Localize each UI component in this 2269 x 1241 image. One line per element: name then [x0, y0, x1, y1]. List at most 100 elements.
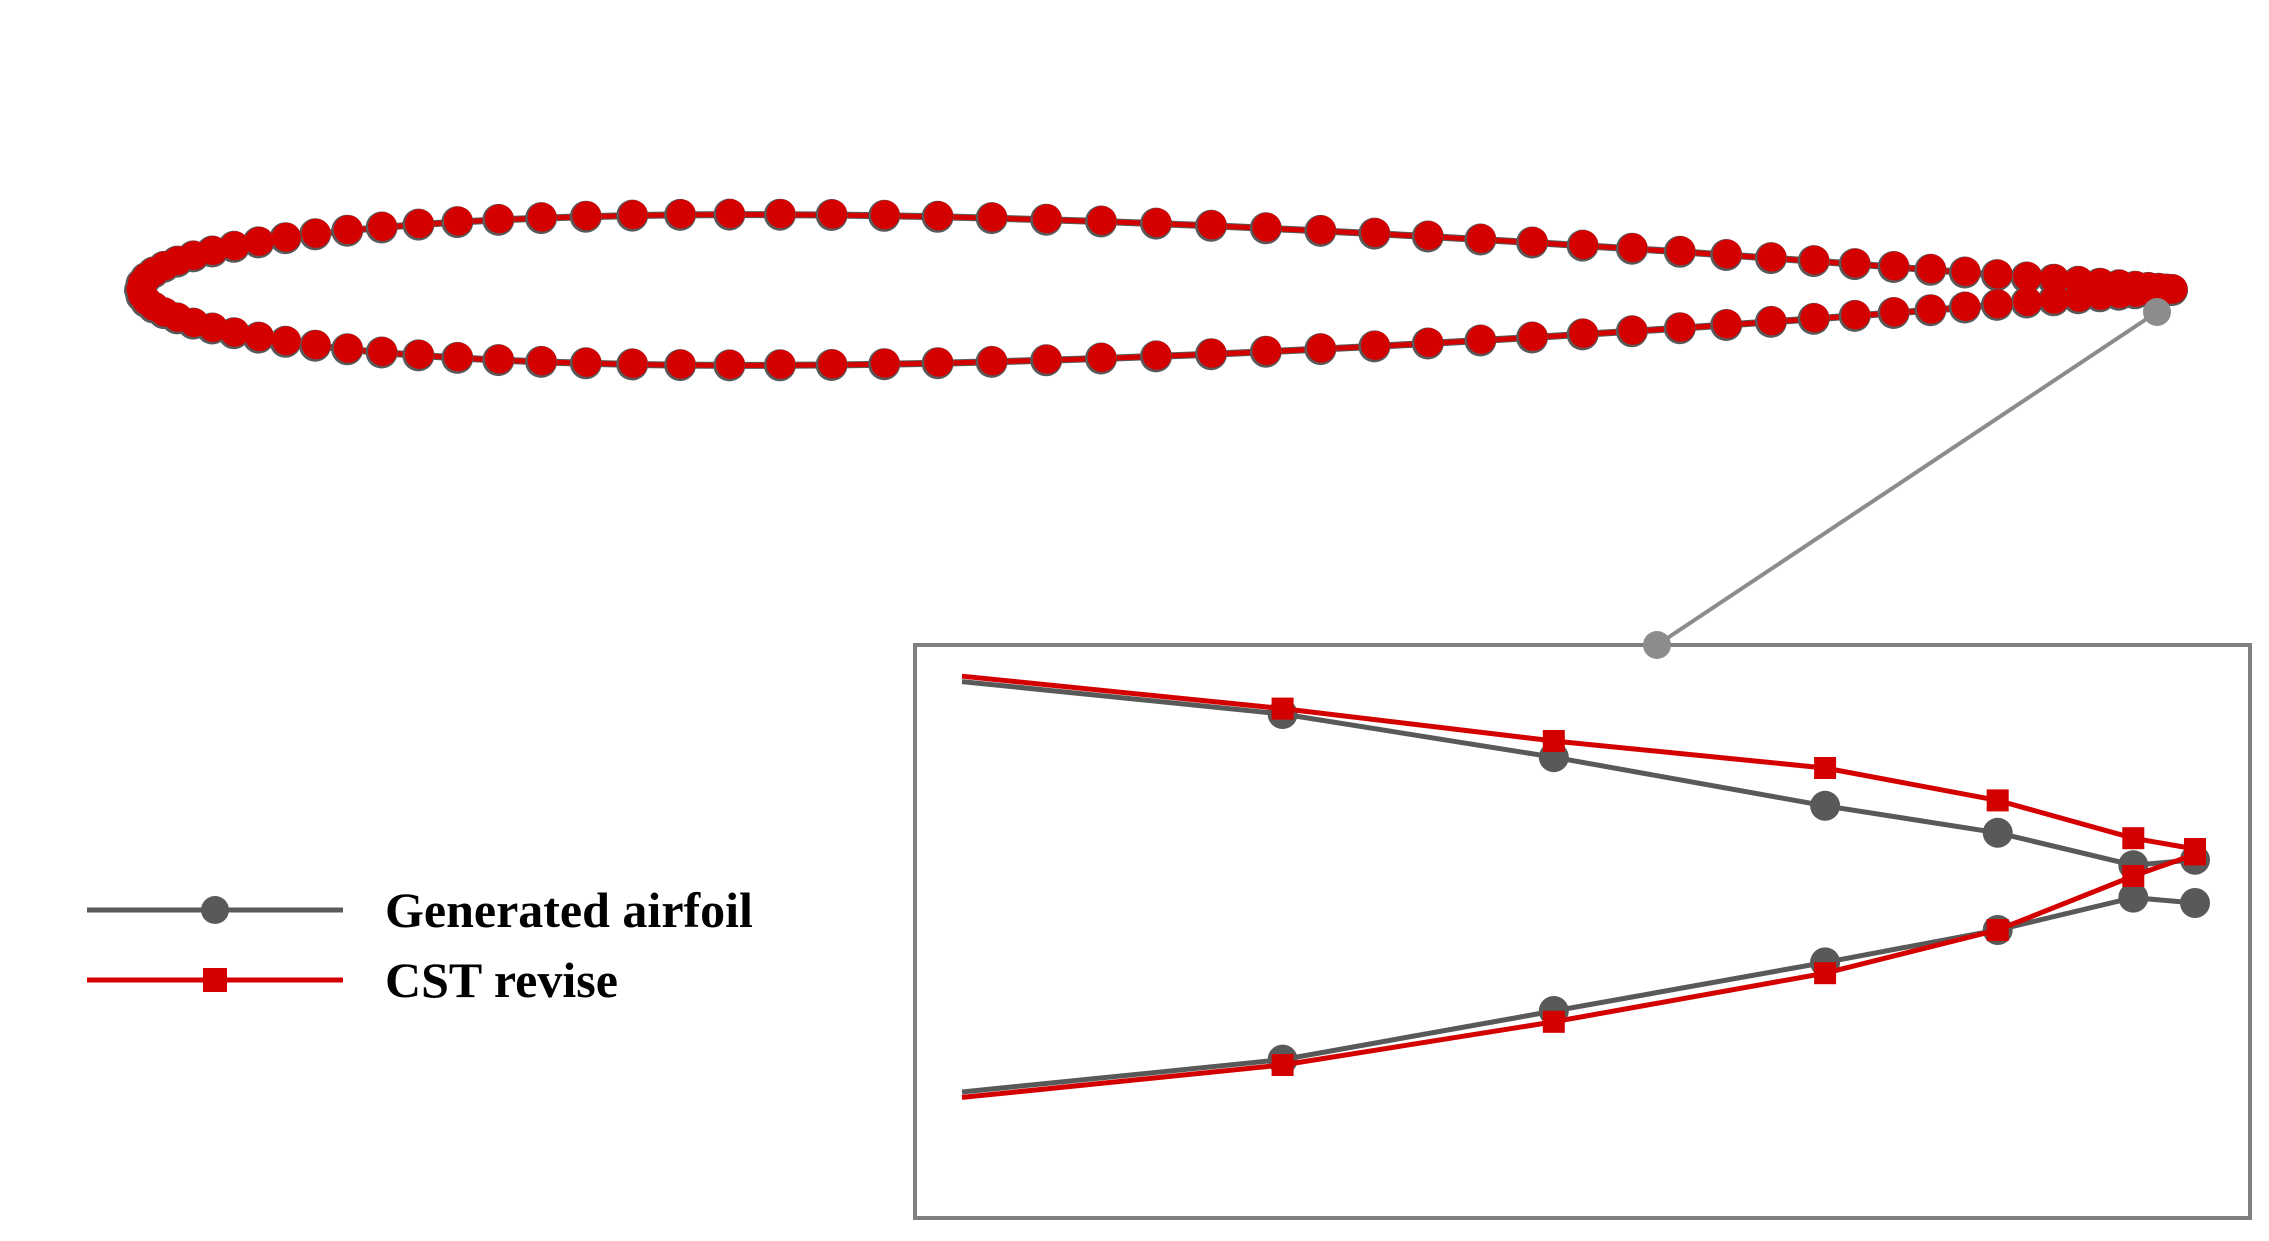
cst-point [978, 202, 1008, 232]
cst-point [484, 204, 514, 234]
cst-point [1414, 221, 1444, 250]
cst-point [301, 330, 331, 360]
inset-cst-lower-point [2184, 843, 2206, 866]
cst-point [198, 313, 228, 342]
cst-point [572, 347, 602, 377]
cst-point [1518, 227, 1548, 256]
inset-cst-lower-point [1542, 1010, 1565, 1033]
cst-point [1712, 309, 1742, 339]
cst-point [1916, 254, 1946, 284]
cst-point [1841, 248, 1871, 278]
cst-point [1880, 297, 1910, 327]
cst-point [368, 337, 398, 366]
cst-point [1880, 251, 1910, 281]
cst-point [1569, 230, 1599, 260]
cst-point [271, 222, 301, 252]
cst-point [2040, 284, 2070, 314]
cst-point [1252, 212, 1282, 242]
legend-cst-marker [203, 968, 227, 992]
cst-point [1757, 242, 1787, 272]
cst-point [924, 201, 954, 231]
cst-point [1712, 239, 1742, 269]
zoom-source-marker [2143, 298, 2171, 326]
cst-point [1466, 224, 1496, 253]
cst-point [220, 231, 250, 261]
cst-point [666, 199, 696, 229]
inset-cst-lower-point [1271, 1054, 1294, 1076]
legend-cst-label: CST revise [385, 952, 618, 1008]
cst-point [484, 344, 514, 374]
cst-point [527, 202, 557, 232]
inset-cst-lower-point [1986, 919, 2009, 941]
cst-point [666, 349, 696, 379]
cst-point [1518, 322, 1548, 351]
cst-point [244, 322, 274, 352]
main-airfoil [124, 198, 2188, 382]
cst-point [443, 206, 473, 236]
cst-point [333, 333, 363, 363]
cst-point [1142, 208, 1172, 238]
cst-point [244, 226, 274, 256]
inset-cst-lower-point [2122, 865, 2145, 887]
cst-point [1360, 218, 1390, 248]
cst-point [618, 348, 648, 378]
cst-point [1618, 233, 1648, 263]
inset-generated-upper-point [1982, 817, 2013, 848]
cst-point [978, 346, 1008, 376]
cst-point [1951, 292, 1981, 321]
cst-point [870, 200, 900, 230]
cst-point [2064, 282, 2094, 312]
cst-point [1666, 312, 1696, 342]
cst-point [1800, 303, 1830, 333]
zoom-target-marker [1643, 631, 1671, 659]
cst-point [1306, 215, 1336, 245]
cst-point [1666, 236, 1696, 266]
cst-point [2158, 274, 2188, 304]
inset-box [913, 643, 2252, 1220]
inset-plot [961, 673, 2210, 1100]
cst-point [333, 215, 363, 245]
cst-point [1757, 306, 1787, 336]
cst-point [1032, 204, 1062, 234]
cst-point [818, 199, 848, 229]
inset-generated-lower-point [2180, 888, 2210, 918]
inset-generated-upper-point [1810, 790, 1841, 821]
cst-point [1951, 257, 1981, 286]
cst-point [1032, 344, 1062, 374]
cst-point [1466, 325, 1496, 354]
cst-point [766, 199, 796, 229]
cst-point [1360, 330, 1390, 360]
inset-cst-upper-point [1814, 757, 1837, 779]
cst-point [1087, 206, 1117, 235]
cst-point [1142, 340, 1172, 370]
cst-point [527, 346, 557, 376]
cst-point [1983, 259, 2013, 289]
cst-point [1618, 315, 1648, 345]
inset-cst-upper-point [2122, 827, 2145, 850]
cst-point [1414, 328, 1444, 357]
inset-cst-upper-point [1542, 730, 1565, 752]
legend-generated-marker [201, 896, 229, 924]
cst-point [1916, 294, 1946, 324]
cst-point [404, 209, 434, 239]
zoom-connector-line [1655, 310, 2159, 647]
cst-point [1087, 343, 1117, 372]
cst-point [271, 326, 301, 356]
cst-point [1197, 338, 1227, 368]
inset-cst-lower-point [1814, 962, 1837, 985]
cst-point [1841, 300, 1871, 330]
cst-point [368, 212, 398, 241]
cst-point [1983, 289, 2013, 319]
cst-point [766, 349, 796, 379]
cst-point [1800, 245, 1830, 275]
legend: Generated airfoil CST revise [87, 882, 753, 1008]
cst-point [220, 317, 250, 347]
cst-point [572, 201, 602, 231]
cst-point [1569, 318, 1599, 348]
cst-point [301, 218, 331, 248]
cst-point [2013, 262, 2043, 291]
cst-point [1252, 336, 1282, 366]
inset-cst-upper-point [1271, 697, 1294, 720]
cst-point [404, 339, 434, 369]
cst-point [924, 347, 954, 377]
